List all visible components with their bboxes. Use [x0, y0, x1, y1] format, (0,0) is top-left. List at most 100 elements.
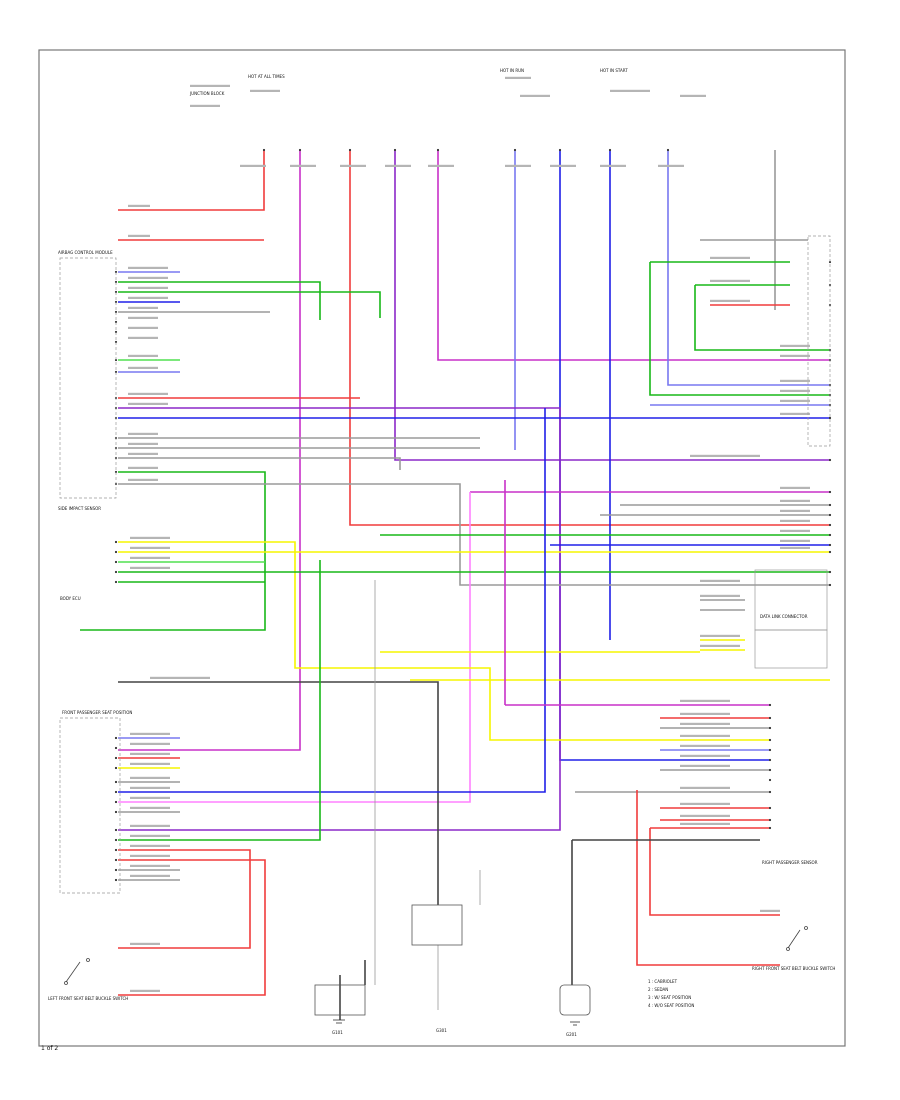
connector-pin: [828, 523, 832, 527]
wire-group: [80, 150, 830, 1020]
wire-label-mark: [130, 864, 170, 867]
wire-green: [649, 262, 830, 396]
wire-label-mark: [680, 734, 730, 737]
wire-label-mark: [190, 104, 220, 107]
wire-label-mark: [128, 204, 150, 207]
wire-label-group: [128, 76, 810, 992]
wire-green: [118, 560, 321, 841]
wire-label-mark: [130, 546, 170, 549]
connector-pin: [298, 148, 302, 152]
wire-red: [349, 150, 830, 526]
legend-entry: 3 : W/ SEAT POSITION: [648, 995, 691, 1000]
wire-label-mark: [610, 89, 650, 92]
wire-label-mark: [130, 824, 170, 827]
wire-label-mark: [680, 802, 730, 805]
wire-label-mark: [780, 486, 810, 489]
wire-gray: [118, 457, 401, 470]
wire-label-mark: [680, 764, 730, 767]
wire-label-mark: [780, 539, 810, 542]
wire-label-mark: [700, 634, 740, 637]
wire-label-mark: [680, 814, 730, 817]
connector-pin: [114, 570, 118, 574]
wire-label-mark: [150, 676, 210, 679]
wire-label-mark: [128, 466, 158, 469]
left-front-seat-belt-label: LEFT FRONT SEAT BELT BUCKLE SWITCH: [48, 996, 128, 1001]
right-passenger-sensor-label: RIGHT PASSENGER SENSOR: [762, 860, 818, 865]
legend-entry: 2 : SEDAN: [648, 987, 668, 992]
wire-label-mark: [128, 452, 158, 455]
wire-label-mark: [680, 712, 730, 715]
wire-red: [118, 859, 266, 996]
wire-label-mark: [710, 256, 750, 259]
wire-label-mark: [128, 442, 158, 445]
wire-purple: [394, 150, 830, 461]
wire-label-mark: [780, 354, 810, 357]
wire-label-mark: [780, 499, 810, 502]
wire-label-mark: [680, 744, 730, 747]
connector-pin: [114, 838, 118, 842]
connector-pin: [114, 868, 118, 872]
wire-label-mark: [130, 942, 160, 945]
connector-pin: [393, 148, 397, 152]
wire-red: [118, 849, 251, 949]
wire-label-mark: [340, 164, 366, 167]
wire-label-mark: [128, 234, 150, 237]
wire-label-mark: [128, 402, 168, 405]
wire-pink: [118, 492, 471, 803]
wire-label-mark: [130, 742, 170, 745]
wire-label-mark: [128, 432, 158, 435]
right-seat-switch-icon: [786, 926, 808, 951]
connector-pin: [768, 806, 772, 810]
wire-label-mark: [700, 594, 740, 597]
right-front-seat-belt-label: RIGHT FRONT SEAT BELT BUCKLE SWITCH: [752, 966, 835, 971]
connector-pin: [768, 826, 772, 830]
connector-pin: [828, 458, 832, 462]
occupant-module-box: [754, 629, 828, 669]
wire-label-mark: [680, 822, 730, 825]
wire-green: [694, 285, 830, 351]
connector-pin: [348, 148, 352, 152]
connector-pin: [768, 738, 772, 742]
connector-pin: [558, 148, 562, 152]
connector-pin: [828, 416, 832, 420]
connector-pin: [828, 490, 832, 494]
wire-label-mark: [130, 752, 170, 755]
connector-pin: [114, 790, 118, 794]
connector-pin: [828, 550, 832, 554]
wire-label-mark: [658, 164, 684, 167]
bottom-left-module-box: [314, 984, 366, 1016]
wire-label-mark: [130, 874, 170, 877]
wire-label-mark: [130, 834, 170, 837]
wire-label-mark: [130, 796, 170, 799]
hot-at-all-times-label: HOT AT ALL TIMES: [248, 74, 285, 79]
wire-label-mark: [130, 844, 170, 847]
connector-pin: [114, 736, 118, 740]
wire-label-mark: [700, 644, 740, 647]
wire-label-mark: [128, 478, 158, 481]
connector-pin: [114, 540, 118, 544]
wire-label-mark: [240, 164, 266, 167]
connector-pin: [114, 746, 118, 750]
wire-label-mark: [128, 336, 158, 339]
g201-label: G201: [566, 1032, 577, 1037]
wire-label-mark: [780, 546, 810, 549]
connector-pin: [114, 800, 118, 804]
connector-pin: [262, 148, 266, 152]
wire-label-mark: [250, 89, 280, 92]
wire-black: [118, 681, 439, 905]
connector-pin: [666, 148, 670, 152]
wire-label-mark: [385, 164, 411, 167]
connector-pin: [608, 148, 612, 152]
wire-label-mark: [128, 296, 168, 299]
right-connector-box: [807, 235, 831, 447]
legend-entry: 1 : CABRIOLET: [648, 979, 678, 984]
connector-pin: [513, 148, 517, 152]
wire-label-mark: [130, 989, 160, 992]
connector-pin: [768, 818, 772, 822]
wire-label-mark: [680, 754, 730, 757]
connector-pin: [114, 560, 118, 564]
wire-label-mark: [128, 316, 158, 319]
wire-label-mark: [130, 732, 170, 735]
wire-label-mark: [130, 854, 170, 857]
